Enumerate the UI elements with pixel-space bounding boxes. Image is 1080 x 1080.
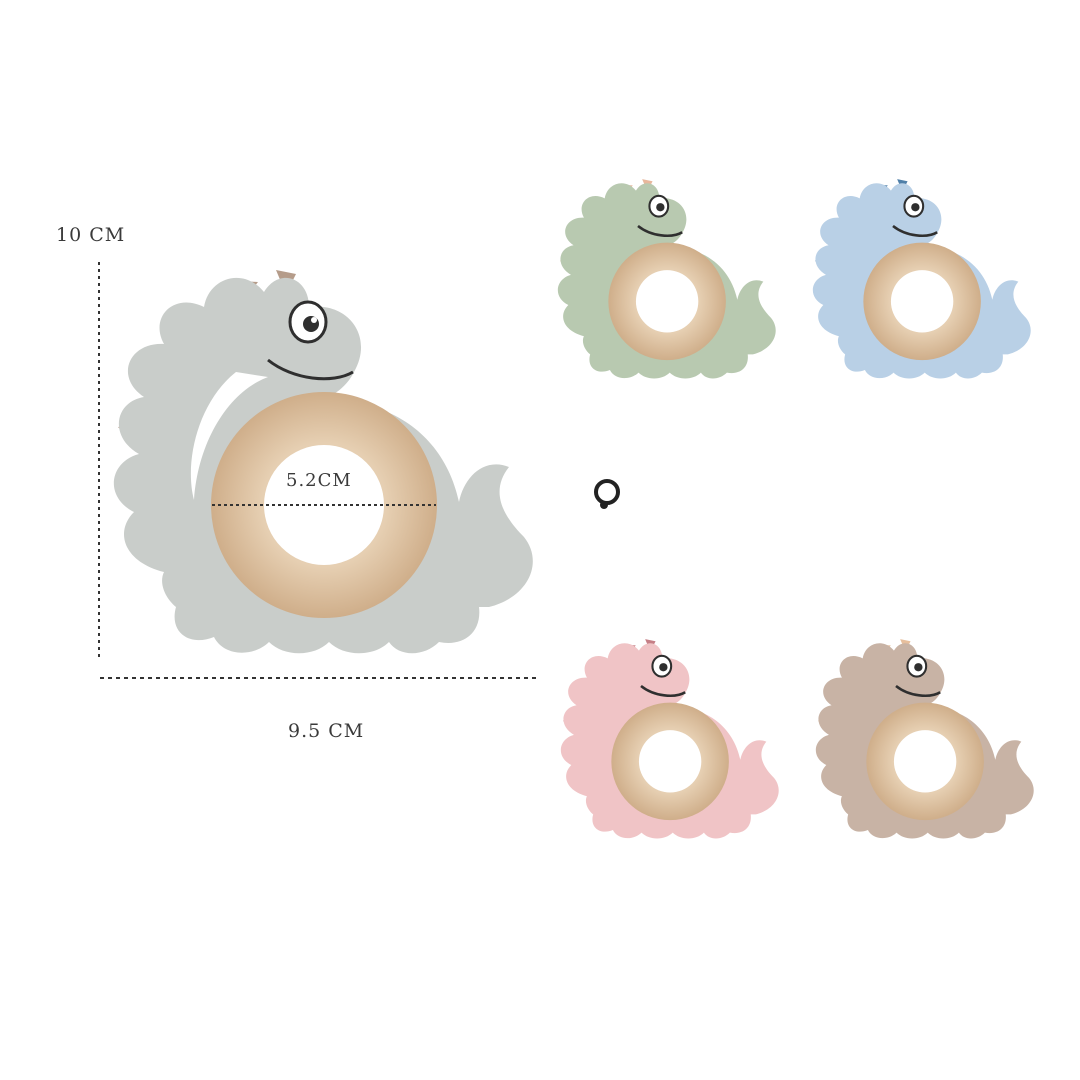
green-dino-teether	[557, 179, 776, 379]
main-wood-ring	[211, 392, 437, 618]
pink-dino-teether	[560, 639, 779, 839]
height-label: 10 CM	[56, 224, 126, 246]
width-label: 9.5 CM	[288, 720, 365, 742]
diameter-label: 5.2CM	[286, 470, 352, 491]
main-dino-teether	[113, 270, 533, 654]
stray-mark	[594, 479, 620, 509]
main-dino-eye	[288, 300, 328, 344]
main-neck-cutout	[190, 372, 268, 500]
taupe-dino-teether	[815, 639, 1034, 839]
blue-dino-teether	[812, 179, 1031, 379]
main-dino-smile	[267, 358, 354, 381]
